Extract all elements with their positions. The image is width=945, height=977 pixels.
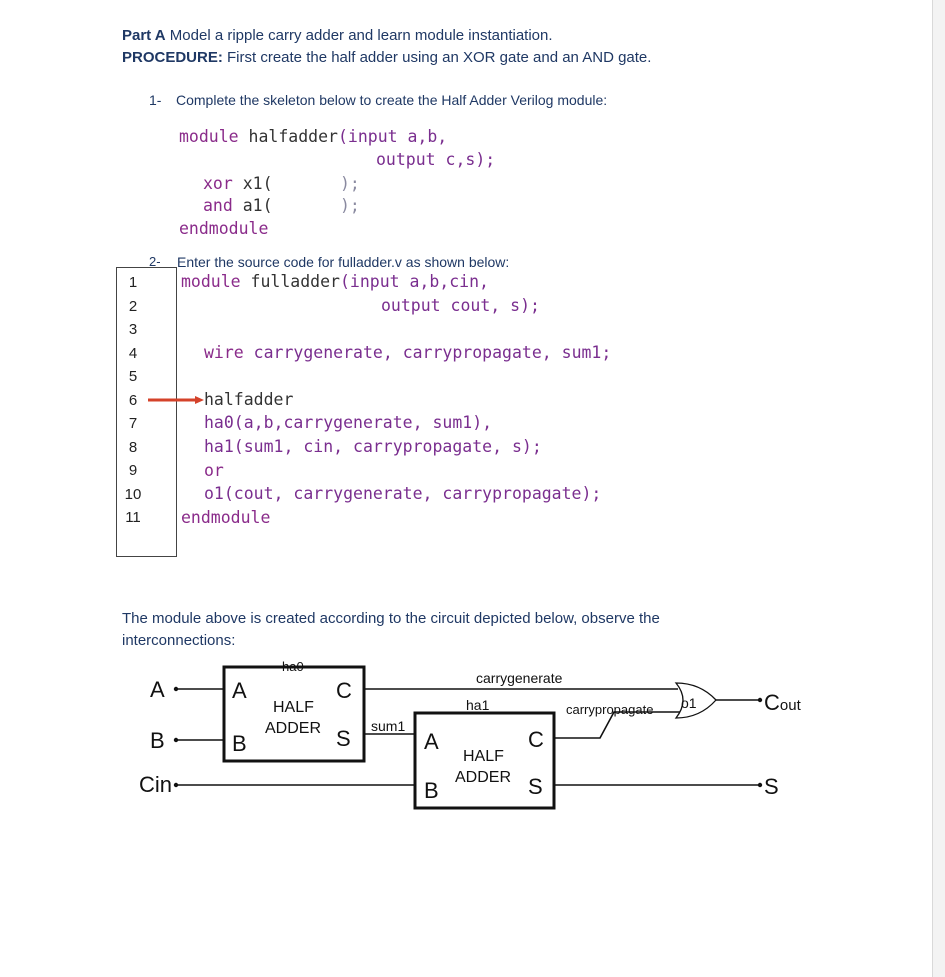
step2-text: Enter the source code for fulladder.v as… xyxy=(177,254,510,270)
line-number-gutter: 1 2 3 4 5 6 7 8 9 10 11 xyxy=(116,267,177,557)
ha0-instance-label: ha0 xyxy=(282,659,304,674)
cout-output-label: Cout xyxy=(764,690,802,715)
code-ports: (input a,b, xyxy=(337,127,448,146)
ha0-port-a: A xyxy=(232,678,247,703)
line-number: 9 xyxy=(128,462,138,479)
code-identifier: halfadder xyxy=(238,127,338,146)
code-identifier: fulladder xyxy=(240,272,340,291)
halfadder-line2: output c,s); xyxy=(376,150,496,169)
line-number: 6 xyxy=(128,392,138,409)
o1-gate-label: o1 xyxy=(681,695,697,711)
part-a-text: Model a ripple carry adder and learn mod… xyxy=(165,27,553,44)
procedure-label: PROCEDURE: xyxy=(122,49,223,66)
step1-number: 1- xyxy=(149,92,162,108)
input-cin-label: Cin xyxy=(139,772,172,797)
fulladder-line8: ha1(sum1, cin, carrypropagate, s); xyxy=(204,437,542,456)
halfadder-line3-close: ); xyxy=(340,174,360,193)
ripple-adder-circuit: A B Cin ha0 A B C S HALF ADDER sum1 carr… xyxy=(139,659,802,810)
fulladder-line4: wire carrygenerate, carrypropagate, sum1… xyxy=(204,343,611,362)
code-instance: a1( xyxy=(232,196,273,215)
ha0-box xyxy=(222,665,366,763)
halfadder-line5: endmodule xyxy=(179,219,269,238)
code-keyword: wire xyxy=(204,343,244,362)
ha0-port-c: C xyxy=(336,678,352,703)
ha1-port-a: A xyxy=(424,729,439,754)
step2-number: 2- xyxy=(149,254,161,269)
code-ports: (input a,b,cin, xyxy=(339,272,489,291)
fulladder-line2: output cout, s); xyxy=(381,296,540,315)
fulladder-line10: o1(cout, carrygenerate, carrypropagate); xyxy=(204,484,602,503)
sum1-wire-label: sum1 xyxy=(371,718,405,734)
ha1-half-text: HALF xyxy=(463,748,504,765)
fulladder-line11: endmodule xyxy=(181,508,271,527)
procedure-heading: PROCEDURE: First create the half adder u… xyxy=(122,49,651,66)
line-number: 4 xyxy=(128,345,138,362)
code-wires: carrygenerate, carrypropagate, sum1; xyxy=(243,343,612,362)
fulladder-line6: halfadder xyxy=(204,390,294,409)
ha1-port-b: B xyxy=(424,778,439,803)
line-number: 1 xyxy=(128,274,138,291)
code-keyword: module xyxy=(179,127,239,146)
ha1-instance-label: ha1 xyxy=(466,697,490,713)
fulladder-line9: or xyxy=(204,461,224,480)
halfadder-line3: xor x1( xyxy=(203,174,273,193)
line-number: 3 xyxy=(128,321,138,338)
ha1-adder-text: ADDER xyxy=(455,769,511,786)
halfadder-line1: module halfadder(input a,b, xyxy=(179,127,447,146)
red-arrow-icon xyxy=(148,396,204,404)
code-keyword: module xyxy=(181,272,241,291)
line-number: 5 xyxy=(128,368,138,385)
fulladder-line7: ha0(a,b,carrygenerate, sum1), xyxy=(204,413,493,432)
ha0-port-s: S xyxy=(336,726,351,751)
line-number: 11 xyxy=(125,509,141,526)
part-a-label: Part A xyxy=(122,27,166,44)
ha1-port-c: C xyxy=(528,727,544,752)
code-keyword: xor xyxy=(203,174,233,193)
circuit-description: The module above is created according to… xyxy=(122,610,660,649)
carrygenerate-wire-label: carrygenerate xyxy=(476,670,563,686)
part-a-heading: Part A Model a ripple carry adder and le… xyxy=(122,27,553,44)
carrypropagate-wire-label: carrypropagate xyxy=(566,702,653,717)
ha0-half-text: HALF xyxy=(273,699,314,716)
line-number: 2 xyxy=(128,298,138,315)
input-cin-text: Cin xyxy=(139,772,172,797)
input-a-label: A xyxy=(150,677,165,702)
line-number: 7 xyxy=(128,415,138,432)
code-keyword: and xyxy=(203,196,233,215)
line-number: 10 xyxy=(124,486,142,503)
ha1-port-s: S xyxy=(528,774,543,799)
code-instance: x1( xyxy=(232,174,273,193)
ha1-box xyxy=(413,711,556,810)
halfadder-line4-close: ); xyxy=(340,196,360,215)
cout-sub-text: out xyxy=(780,697,802,714)
ha0-port-b: B xyxy=(232,731,247,756)
line-number: 8 xyxy=(128,439,138,456)
s-output-label: S xyxy=(764,774,779,799)
step1-text: Complete the skeleton below to create th… xyxy=(176,92,608,108)
fulladder-line1: module fulladder(input a,b,cin, xyxy=(181,272,489,291)
procedure-text: First create the half adder using an XOR… xyxy=(222,49,652,66)
input-b-label: B xyxy=(150,728,165,753)
halfadder-line4: and a1( xyxy=(203,196,273,215)
cout-main-text: C xyxy=(764,690,780,715)
ha0-adder-text: ADDER xyxy=(265,720,321,737)
